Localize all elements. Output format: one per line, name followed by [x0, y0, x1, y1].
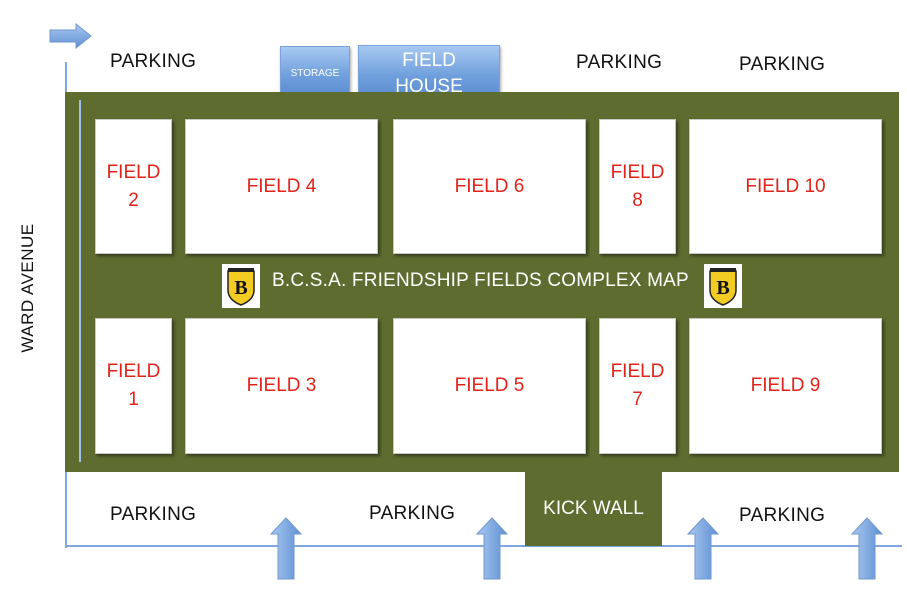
field-1[interactable]: FIELD 1 — [95, 318, 172, 454]
field-6[interactable]: FIELD 6 — [393, 119, 586, 254]
field-8-label-line2: 8 — [632, 189, 643, 211]
entrance-arrow-icon — [850, 517, 884, 580]
field-4-label: FIELD 4 — [246, 175, 317, 197]
parking-label: PARKING — [110, 51, 197, 72]
entrance-arrow-icon — [269, 517, 303, 580]
storage-building: STORAGE — [280, 46, 350, 100]
field-10[interactable]: FIELD 10 — [689, 119, 882, 254]
entrance-arrow-icon — [475, 517, 509, 580]
kick-wall[interactable]: KICK WALL — [525, 472, 662, 546]
svg-text:B: B — [716, 277, 729, 299]
field-1-label-line2: 1 — [128, 389, 139, 410]
parking-label: PARKING — [739, 54, 826, 75]
field-9-label: FIELD 9 — [750, 375, 821, 396]
map-title: B.C.S.A. FRIENDSHIP FIELDS COMPLEX MAP — [272, 270, 689, 291]
entrance-arrow-icon — [49, 22, 92, 50]
field-9[interactable]: FIELD 9 — [689, 318, 882, 454]
field-8[interactable]: FIELD 8 — [599, 119, 676, 254]
kick-wall-label: KICK WALL — [543, 498, 644, 519]
field-8-label-line1: FIELD — [610, 161, 665, 183]
field-house-label-line2: HOUSE — [395, 75, 463, 97]
club-crest-logo: B — [704, 264, 742, 308]
svg-text:B: B — [234, 277, 247, 299]
field-7-label-line1: FIELD — [610, 361, 665, 382]
parking-label: PARKING — [739, 505, 826, 526]
field-house-label-line1: FIELD — [402, 49, 456, 71]
storage-label: STORAGE — [290, 67, 340, 79]
club-crest-logo: B — [222, 264, 260, 308]
field-3[interactable]: FIELD 3 — [185, 318, 378, 454]
field-2[interactable]: FIELD 2 — [95, 119, 172, 254]
entrance-arrow-icon — [686, 517, 720, 580]
field-4[interactable]: FIELD 4 — [185, 119, 378, 254]
field-2-label-line2: 2 — [128, 189, 139, 211]
field-2-label-line1: FIELD — [106, 161, 161, 183]
field-10-label: FIELD 10 — [745, 175, 826, 197]
field-1-label-line1: FIELD — [106, 361, 161, 382]
field-7[interactable]: FIELD 7 — [599, 318, 676, 454]
field-3-label: FIELD 3 — [246, 375, 317, 396]
parking-label: PARKING — [110, 504, 197, 525]
field-7-label-line2: 7 — [632, 389, 643, 410]
parking-label: PARKING — [576, 52, 663, 73]
field-6-label: FIELD 6 — [454, 175, 525, 197]
parking-label: PARKING — [369, 503, 456, 524]
field-5[interactable]: FIELD 5 — [393, 318, 586, 454]
field-5-label: FIELD 5 — [454, 375, 525, 396]
